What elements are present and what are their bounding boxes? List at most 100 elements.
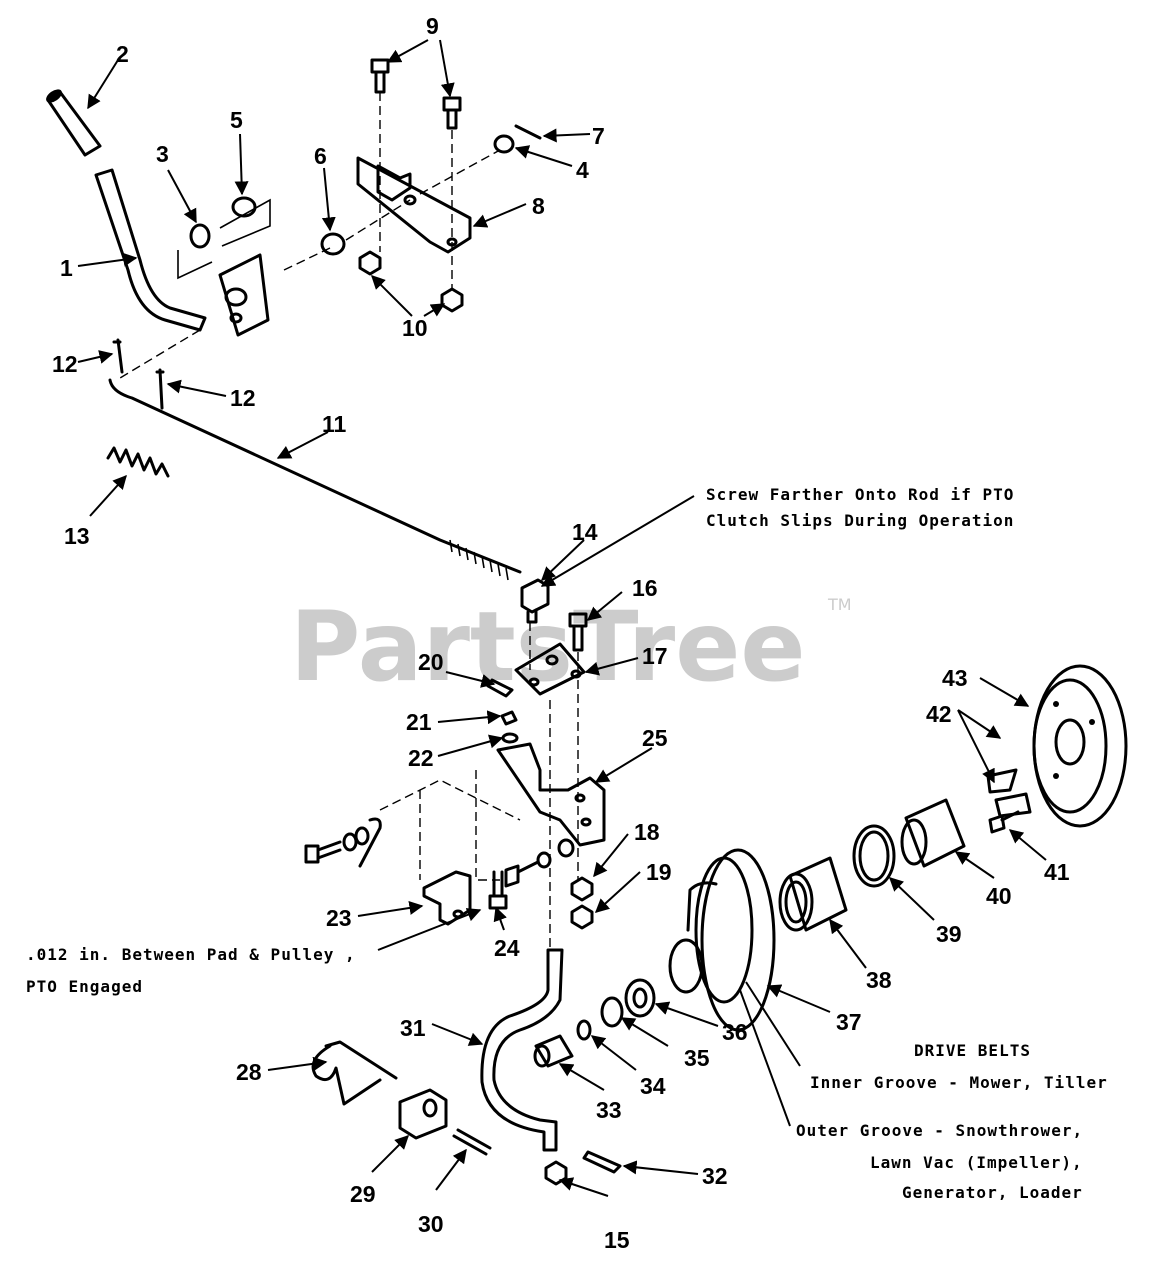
callout-24: 24 — [494, 935, 520, 961]
callout-12-left: 12 — [52, 351, 78, 377]
part-screw-41 — [988, 810, 1020, 834]
callout-36: 36 — [722, 1019, 748, 1045]
callout-31: 31 — [400, 1015, 426, 1041]
part-bushing-33 — [533, 1034, 574, 1068]
callout-42: 42 — [926, 701, 952, 727]
leader-lines — [77, 39, 1047, 1197]
part-key-7 — [514, 124, 542, 140]
part-clamps-42 — [986, 768, 1032, 818]
part-spacer-40 — [900, 798, 966, 868]
part-lever — [94, 168, 207, 332]
callout-3: 3 — [156, 141, 169, 167]
part-spring-28 — [311, 1040, 398, 1106]
part-ring-39 — [852, 824, 896, 888]
callout-30: 30 — [418, 1211, 444, 1237]
part-pin-30 — [452, 1128, 492, 1156]
part-washer-22 — [501, 732, 519, 744]
callout-37: 37 — [836, 1009, 862, 1035]
callout-43: 43 — [942, 665, 968, 691]
part-bushing-6 — [320, 232, 346, 256]
callout-39: 39 — [936, 921, 962, 947]
note-belts-inner: Inner Groove - Mower, Tiller — [810, 1073, 1108, 1092]
callout-19: 19 — [646, 859, 672, 885]
part-nut-10b — [440, 287, 464, 313]
part-pivot-arm — [480, 948, 564, 1152]
part-mounting-bracket — [356, 156, 472, 254]
part-pulley-43 — [1032, 664, 1128, 828]
part-bolt-assembly-mid — [504, 838, 575, 888]
part-washer-3 — [189, 223, 211, 249]
note-belts-title: DRIVE BELTS — [914, 1041, 1031, 1060]
callout-34: 34 — [640, 1073, 666, 1099]
callout-14: 14 — [572, 519, 598, 545]
callout-23: 23 — [326, 905, 352, 931]
callout-15: 15 — [604, 1227, 630, 1253]
callout-13: 13 — [64, 523, 90, 549]
part-pulley-37 — [668, 848, 776, 1032]
part-bearing-36 — [624, 978, 656, 1018]
callout-7: 7 — [592, 123, 605, 149]
part-bolts-9 — [370, 58, 462, 130]
callout-11: 11 — [322, 411, 347, 437]
watermark-trademark: TM — [827, 595, 852, 614]
assembly-lines-top — [283, 92, 501, 290]
callout-38: 38 — [866, 967, 892, 993]
bracket-lines — [177, 198, 271, 280]
callout-20: 20 — [418, 649, 444, 675]
part-rod — [108, 378, 522, 574]
callout-4: 4 — [576, 157, 589, 183]
callout-17: 17 — [642, 643, 668, 669]
note-belts-outer3: Generator, Loader — [902, 1183, 1083, 1202]
callout-41: 41 — [1044, 859, 1070, 885]
annotation-notes: Screw Farther Onto Rod if PTO Clutch Sli… — [26, 485, 1108, 1202]
part-bolt-assembly-left — [304, 817, 382, 868]
note-pad-line2: PTO Engaged — [26, 977, 143, 996]
callout-29: 29 — [350, 1181, 376, 1207]
part-block-29 — [398, 1088, 448, 1140]
part-bracket-25 — [496, 742, 606, 847]
callout-2: 2 — [116, 41, 129, 67]
callout-25: 25 — [642, 725, 668, 751]
callout-9: 9 — [426, 13, 439, 39]
callout-40: 40 — [986, 883, 1012, 909]
part-bearing-38 — [778, 856, 848, 932]
part-cotter-pin-12a — [112, 338, 124, 374]
callout-12-right: 12 — [230, 385, 256, 411]
callout-10: 10 — [402, 315, 428, 341]
part-spring — [106, 446, 170, 478]
part-nut-21 — [500, 710, 518, 726]
callout-6: 6 — [314, 143, 327, 169]
part-screw-24 — [488, 870, 508, 910]
part-clip-32 — [582, 1150, 622, 1174]
part-washer-35 — [600, 996, 624, 1028]
callout-5: 5 — [230, 107, 243, 133]
part-nut-18 — [570, 876, 594, 902]
callout-21: 21 — [406, 709, 432, 735]
callout-16: 16 — [632, 575, 658, 601]
note-pad-line1: .012 in. Between Pad & Pulley , — [26, 945, 356, 964]
part-pad-bracket-23 — [422, 870, 472, 926]
assembly-lines-middle — [379, 622, 579, 950]
part-plate-17 — [514, 642, 586, 696]
callout-1: 1 — [60, 255, 73, 281]
assembly-line-rod — [119, 329, 201, 379]
note-rod-line2: Clutch Slips During Operation — [706, 511, 1014, 530]
part-bolt-16 — [568, 612, 588, 652]
part-pivot-bracket — [218, 253, 270, 337]
part-nut-19 — [570, 904, 594, 930]
part-trunnion — [520, 578, 550, 624]
note-rod-line1: Screw Farther Onto Rod if PTO — [706, 485, 1014, 504]
watermark: PartsTree — [290, 591, 805, 703]
part-washer-34 — [576, 1019, 592, 1041]
callout-33: 33 — [596, 1097, 622, 1123]
part-bushing-5 — [231, 196, 257, 218]
callout-8: 8 — [532, 193, 545, 219]
note-belts-outer1: Outer Groove - Snowthrower, — [796, 1121, 1083, 1140]
part-grip — [46, 89, 102, 157]
callout-35: 35 — [684, 1045, 710, 1071]
note-belts-outer2: Lawn Vac (Impeller), — [870, 1153, 1083, 1172]
callout-18: 18 — [634, 819, 660, 845]
callout-32: 32 — [702, 1163, 728, 1189]
part-cotter-pin-12b — [155, 368, 165, 410]
